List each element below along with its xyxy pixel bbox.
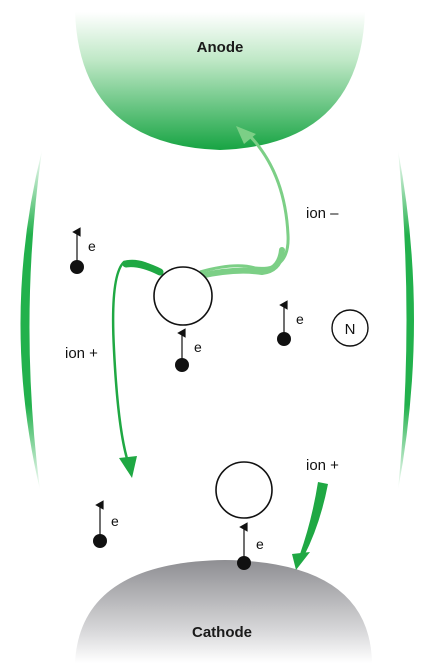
electron-dot-icon — [93, 534, 107, 548]
electron-label: e — [256, 536, 264, 552]
neutral-atom-icon: N — [331, 309, 369, 347]
electron-1: e — [70, 227, 96, 274]
electron-2: e — [175, 328, 202, 372]
electron-dot-icon — [175, 358, 189, 372]
cathode-electrode: Cathode — [75, 560, 372, 663]
ion-minus-arrow — [197, 126, 290, 279]
electron-label: e — [111, 513, 119, 529]
central-ion-circle-icon — [153, 266, 213, 326]
electron-label: e — [88, 238, 96, 254]
electron-4: e — [93, 500, 119, 548]
electron-dot-icon — [277, 332, 291, 346]
neutral-atom-label: N — [345, 321, 356, 338]
electron-5: e — [237, 522, 264, 570]
left-field-line — [20, 150, 42, 490]
electron-label: e — [296, 311, 304, 327]
cathode-label: Cathode — [192, 624, 252, 641]
anode-electrode: Anode — [75, 12, 365, 150]
cathode-ion-circle-icon — [215, 461, 273, 519]
electron-label: e — [194, 339, 202, 355]
anode-label: Anode — [197, 39, 244, 56]
right-field-line — [398, 150, 414, 490]
ion-plus-right-label: ion + — [306, 457, 339, 474]
ion-plus-left-label: ion + — [65, 345, 98, 362]
electron-dot-icon — [237, 556, 251, 570]
ion-plus-right-arrow — [292, 482, 328, 570]
ion-minus-label: ion – — [306, 205, 339, 222]
electron-3: e — [277, 300, 304, 346]
electron-dot-icon — [70, 260, 84, 274]
ion-plus-left-arrow — [111, 259, 164, 478]
